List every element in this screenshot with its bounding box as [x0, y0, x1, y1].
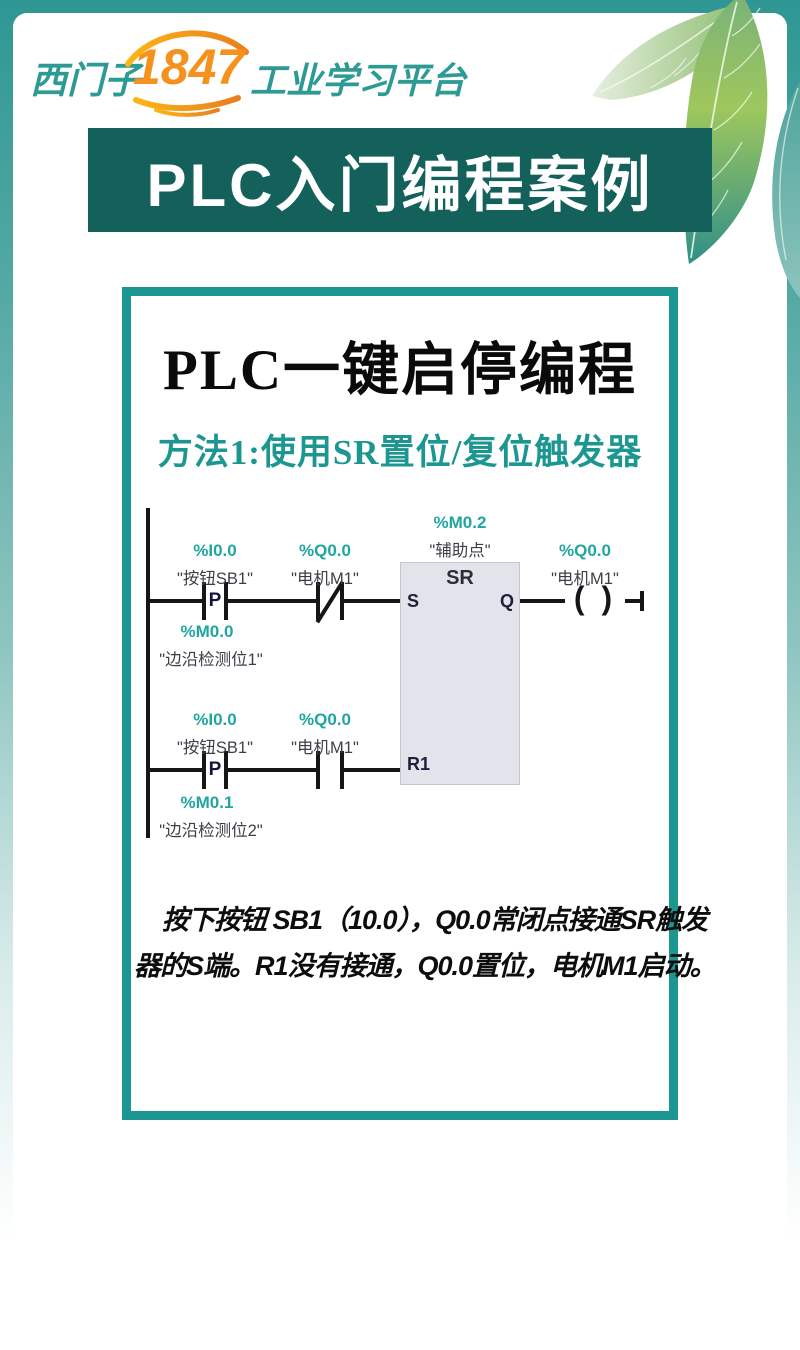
tag-name: "边沿检测位2" [159, 822, 263, 840]
brand-platform-label: 工业学习平台 [250, 60, 467, 101]
tag-address: %M0.2 [433, 513, 487, 532]
brand-logo: 西门子 [30, 50, 141, 104]
contact-p-gap: P [206, 753, 224, 787]
tag-address: %Q0.0 [299, 541, 351, 560]
power-rail [146, 508, 150, 838]
card-title: PLC一键启停编程 [163, 339, 637, 402]
contact-no-gap [320, 753, 340, 787]
wire-end-tick [640, 591, 644, 611]
tag-name: "辅助点" [429, 542, 491, 560]
rung1-wire [150, 599, 400, 603]
tag-address: %M0.1 [180, 793, 234, 812]
tag-address: %I0.0 [193, 710, 237, 729]
ladder-diagram: P SR S Q R1 ( ) %I0.0 "按钮SB1" %Q0.0 "电机M… [131, 500, 669, 880]
contact-bar [316, 582, 320, 620]
brand-platform-text: 工业学习平台 [250, 52, 466, 104]
r1-input-label: R1 [407, 754, 431, 774]
contact-bar [340, 582, 344, 620]
p-contact-label: P [208, 759, 222, 780]
rung2-wire [150, 768, 400, 772]
tag-address: %Q0.0 [559, 541, 611, 560]
banner-title: PLC入门编程案例 [146, 151, 654, 219]
contact-bar [224, 751, 228, 789]
title-banner: PLC入门编程案例 [88, 128, 712, 232]
brand-1847-text: 1847 [133, 38, 244, 96]
tag-name: "电机M1" [291, 570, 359, 588]
p-contact-label: P [208, 590, 222, 611]
contact-bar [202, 582, 206, 620]
sr-block-title: SR [446, 567, 474, 589]
tag-name: "边沿检测位1" [159, 651, 263, 669]
tag-name: "电机M1" [291, 739, 359, 757]
logo-swoosh-icon [125, 30, 249, 117]
brand-siemens-text: 西门子 [30, 60, 141, 101]
output-coil: ( ) [573, 580, 617, 616]
contact-bar [202, 751, 206, 789]
contact-bar [340, 751, 344, 789]
leaf-decoration-icon [592, 0, 800, 298]
tag-name: "按钮SB1" [177, 739, 253, 757]
s-input-label: S [407, 591, 420, 611]
coil-gap [565, 584, 625, 618]
contact-bar [316, 751, 320, 789]
tag-address: %M0.0 [180, 622, 234, 641]
caption-line-1: 按下按钮 SB1（10.0），Q0.0常闭点接通SR触发 [162, 905, 708, 935]
card-subtitle: 方法1:使用SR置位/复位触发器 [157, 433, 643, 472]
tag-address: %I0.0 [193, 541, 237, 560]
q-output-label: Q [499, 591, 514, 611]
contact-bar [224, 582, 228, 620]
brand-1847-number: 1847 [133, 39, 245, 95]
caption-text: 按下按钮 SB1（10.0），Q0.0常闭点接通SR触发 器的S端。R1没有接通… [134, 898, 717, 990]
sr-block [400, 562, 520, 785]
contact-p-gap: P [206, 584, 224, 618]
tag-name: "电机M1" [551, 570, 619, 588]
caption-line-2: 器的S端。R1没有接通，Q0.0置位，电机M1启动。 [134, 950, 717, 981]
tag-address: %Q0.0 [299, 710, 351, 729]
tag-name: "按钮SB1" [177, 570, 253, 588]
